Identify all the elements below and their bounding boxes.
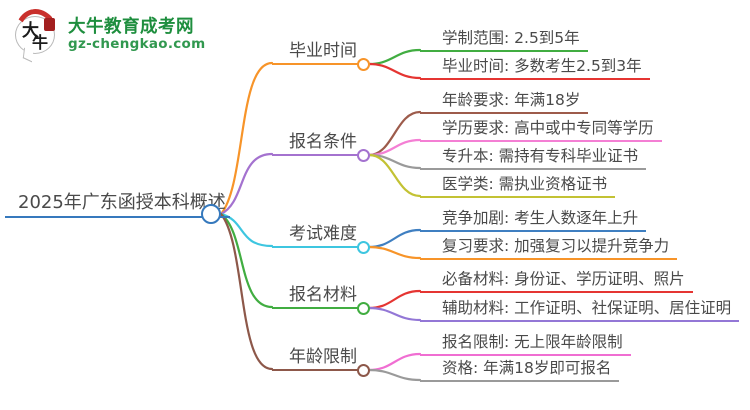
- child-node-3-2[interactable]: 复习要求: 加强复习以提升竞争力: [420, 237, 678, 260]
- logo-domain: gz-chengkao.com: [68, 36, 206, 53]
- child-node-4-1[interactable]: 必备材料: 身份证、学历证明、照片: [420, 270, 693, 293]
- connector-line: [367, 352, 422, 372]
- site-logo: 大 牛 大牛教育成考网 gz-chengkao.com: [9, 5, 206, 63]
- connector-line: [367, 228, 422, 249]
- connector-line: [367, 368, 422, 382]
- child-node-1-2[interactable]: 毕业时间: 多数考生2.5到3年: [420, 57, 650, 80]
- branch-node-3[interactable]: 考试难度: [272, 224, 362, 248]
- connector-line: [367, 306, 422, 322]
- child-node-1-1[interactable]: 学制范围: 2.5到5年: [420, 29, 588, 52]
- connector-line: [367, 62, 422, 80]
- connector-line: [219, 212, 274, 309]
- logo-title: 大牛教育成考网: [68, 17, 194, 38]
- child-node-2-1[interactable]: 年龄要求: 年满18岁: [420, 91, 589, 114]
- branch-node-4[interactable]: 报名材料: [272, 285, 362, 309]
- root-connector-circle[interactable]: [201, 204, 221, 224]
- connector-line: [367, 153, 422, 198]
- connector-line: [367, 48, 422, 66]
- logo-char-niu: 牛: [32, 33, 49, 52]
- branch-node-2[interactable]: 报名条件: [272, 132, 362, 156]
- child-node-2-2[interactable]: 学历要求: 高中或中专同等学历: [420, 119, 662, 142]
- connector-line: [219, 212, 274, 371]
- connector-line: [219, 61, 274, 216]
- child-node-5-2[interactable]: 资格: 年满18岁即可报名: [420, 359, 620, 382]
- branch-node-5[interactable]: 年龄限制: [272, 347, 362, 371]
- logo-char-da: 大: [22, 21, 39, 41]
- logo-seal-stamp: [44, 18, 55, 31]
- child-node-3-1[interactable]: 竞争加剧: 考生人数逐年上升: [420, 209, 647, 232]
- branch-connector-circle-1[interactable]: [357, 58, 370, 71]
- child-node-2-4[interactable]: 医学类: 需执业资格证书: [420, 175, 616, 198]
- logo-bubble-icon: 大 牛: [9, 5, 61, 63]
- branch-connector-circle-3[interactable]: [357, 241, 370, 254]
- branch-connector-circle-5[interactable]: [357, 364, 370, 377]
- child-node-4-2[interactable]: 辅助材料: 工作证明、社保证明、居住证明: [420, 299, 740, 322]
- connector-line: [367, 289, 422, 310]
- branch-connector-circle-4[interactable]: [357, 302, 370, 315]
- child-node-2-3[interactable]: 专升本: 需持有专科毕业证书: [420, 147, 647, 170]
- child-node-5-1[interactable]: 报名限制: 无上限年龄限制: [420, 333, 631, 356]
- root-node[interactable]: 2025年广东函授本科概述: [5, 192, 230, 218]
- branch-node-1[interactable]: 毕业时间: [272, 41, 362, 65]
- branch-connector-circle-2[interactable]: [357, 149, 370, 162]
- connector-line: [367, 245, 422, 260]
- connector-line: [219, 152, 274, 216]
